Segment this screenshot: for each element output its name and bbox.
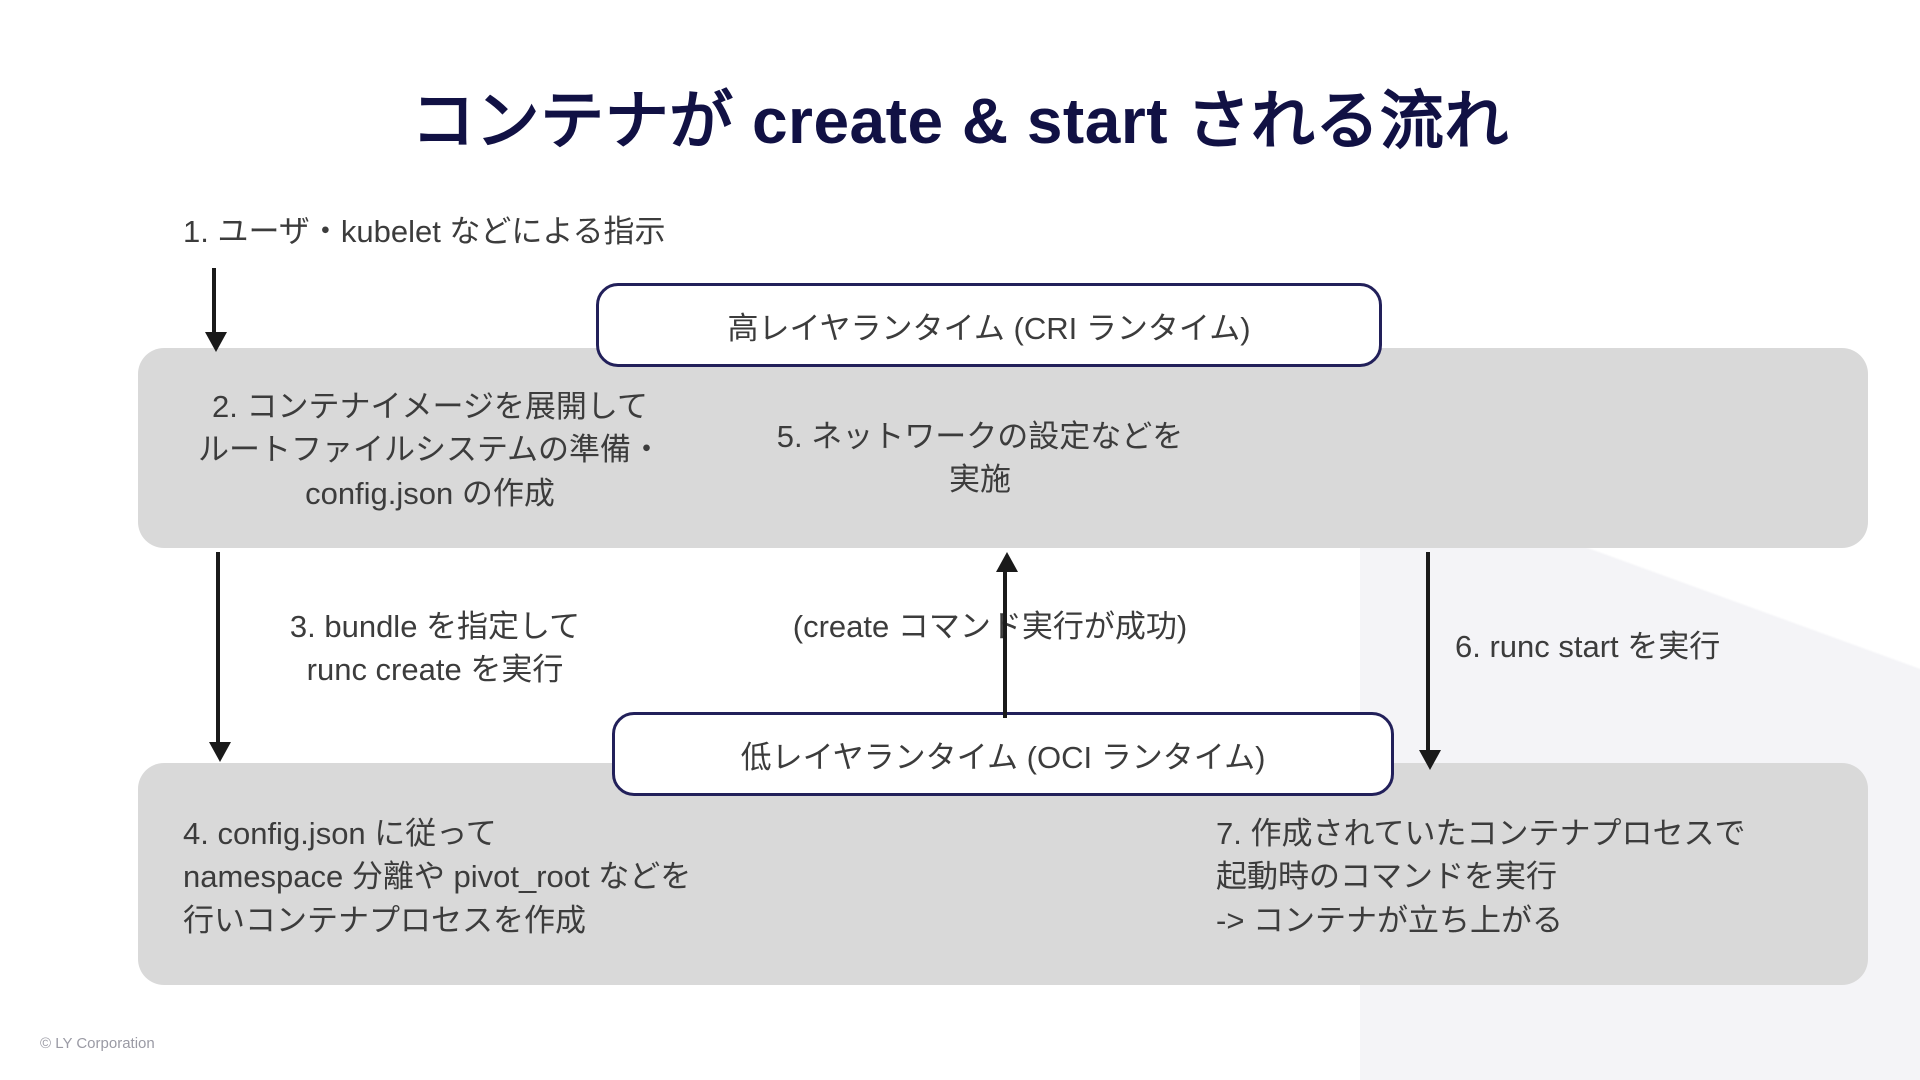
arrow-instruction-to-high-runtime-head-icon <box>205 332 227 352</box>
page-title: コンテナが create & start される流れ <box>411 85 1509 157</box>
low-layer-runtime-band <box>138 763 1868 985</box>
arrow-instruction-to-high-runtime-line <box>212 268 216 338</box>
step-3-text: 3. bundle を指定して runc create を実行 <box>289 609 581 688</box>
step-4-text: 4. config.json に従って namespace 分離や pivot_… <box>183 816 692 938</box>
cri-runtime-label: 高レイヤランタイム (CRI ランタイム) <box>727 310 1251 346</box>
cri-runtime-label-box: 高レイヤランタイム (CRI ランタイム) <box>596 283 1382 367</box>
oci-runtime-label-box: 低レイヤランタイム (OCI ランタイム) <box>612 712 1394 796</box>
step-2-text: 2. コンテナイメージを展開して ルートファイルシステムの準備・ config.… <box>197 389 663 511</box>
create-success-annotation: (create コマンド実行が成功) <box>792 609 1188 644</box>
arrow-create-success-head-icon <box>996 552 1018 572</box>
step-7-text: 7. 作成されていたコンテナプロセスで 起動時のコマンドを実行 -> コンテナが… <box>1216 816 1746 938</box>
arrow-runc-start-line <box>1426 552 1430 756</box>
copyright-footer: © LY Corporation <box>40 1035 155 1052</box>
arrow-create-success-line <box>1003 568 1007 718</box>
step-1-text: 1. ユーザ・kubelet などによる指示 <box>183 214 666 249</box>
arrow-runc-start-head-icon <box>1419 750 1441 770</box>
arrow-runc-create-line <box>216 552 220 748</box>
high-layer-runtime-band <box>138 348 1868 548</box>
step-6-text: 6. runc start を実行 <box>1455 629 1721 664</box>
step-5-text: 5. ネットワークの設定などを 実施 <box>776 419 1184 498</box>
arrow-runc-create-head-icon <box>209 742 231 762</box>
oci-runtime-label: 低レイヤランタイム (OCI ランタイム) <box>740 739 1266 775</box>
